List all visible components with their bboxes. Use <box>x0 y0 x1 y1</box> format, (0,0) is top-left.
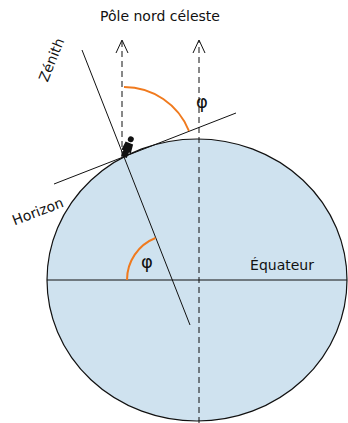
angle-arc <box>124 87 189 131</box>
observer-figure <box>119 135 136 159</box>
arrow-head <box>193 40 205 53</box>
earth-ellipse <box>47 139 347 421</box>
text-label: Horizon <box>10 195 65 229</box>
arrow-head <box>116 40 128 53</box>
equator-line <box>47 280 347 281</box>
text-label: φ <box>196 92 208 112</box>
text-label: Zénith <box>36 36 67 84</box>
horizon-line <box>54 113 236 184</box>
text-label: Pôle nord céleste <box>100 9 220 24</box>
text-label: φ <box>141 252 153 272</box>
angle-arc <box>127 238 156 280</box>
zenith-line <box>82 50 190 325</box>
pole-direction-line <box>122 41 123 157</box>
text-label: Équateur <box>250 258 314 273</box>
